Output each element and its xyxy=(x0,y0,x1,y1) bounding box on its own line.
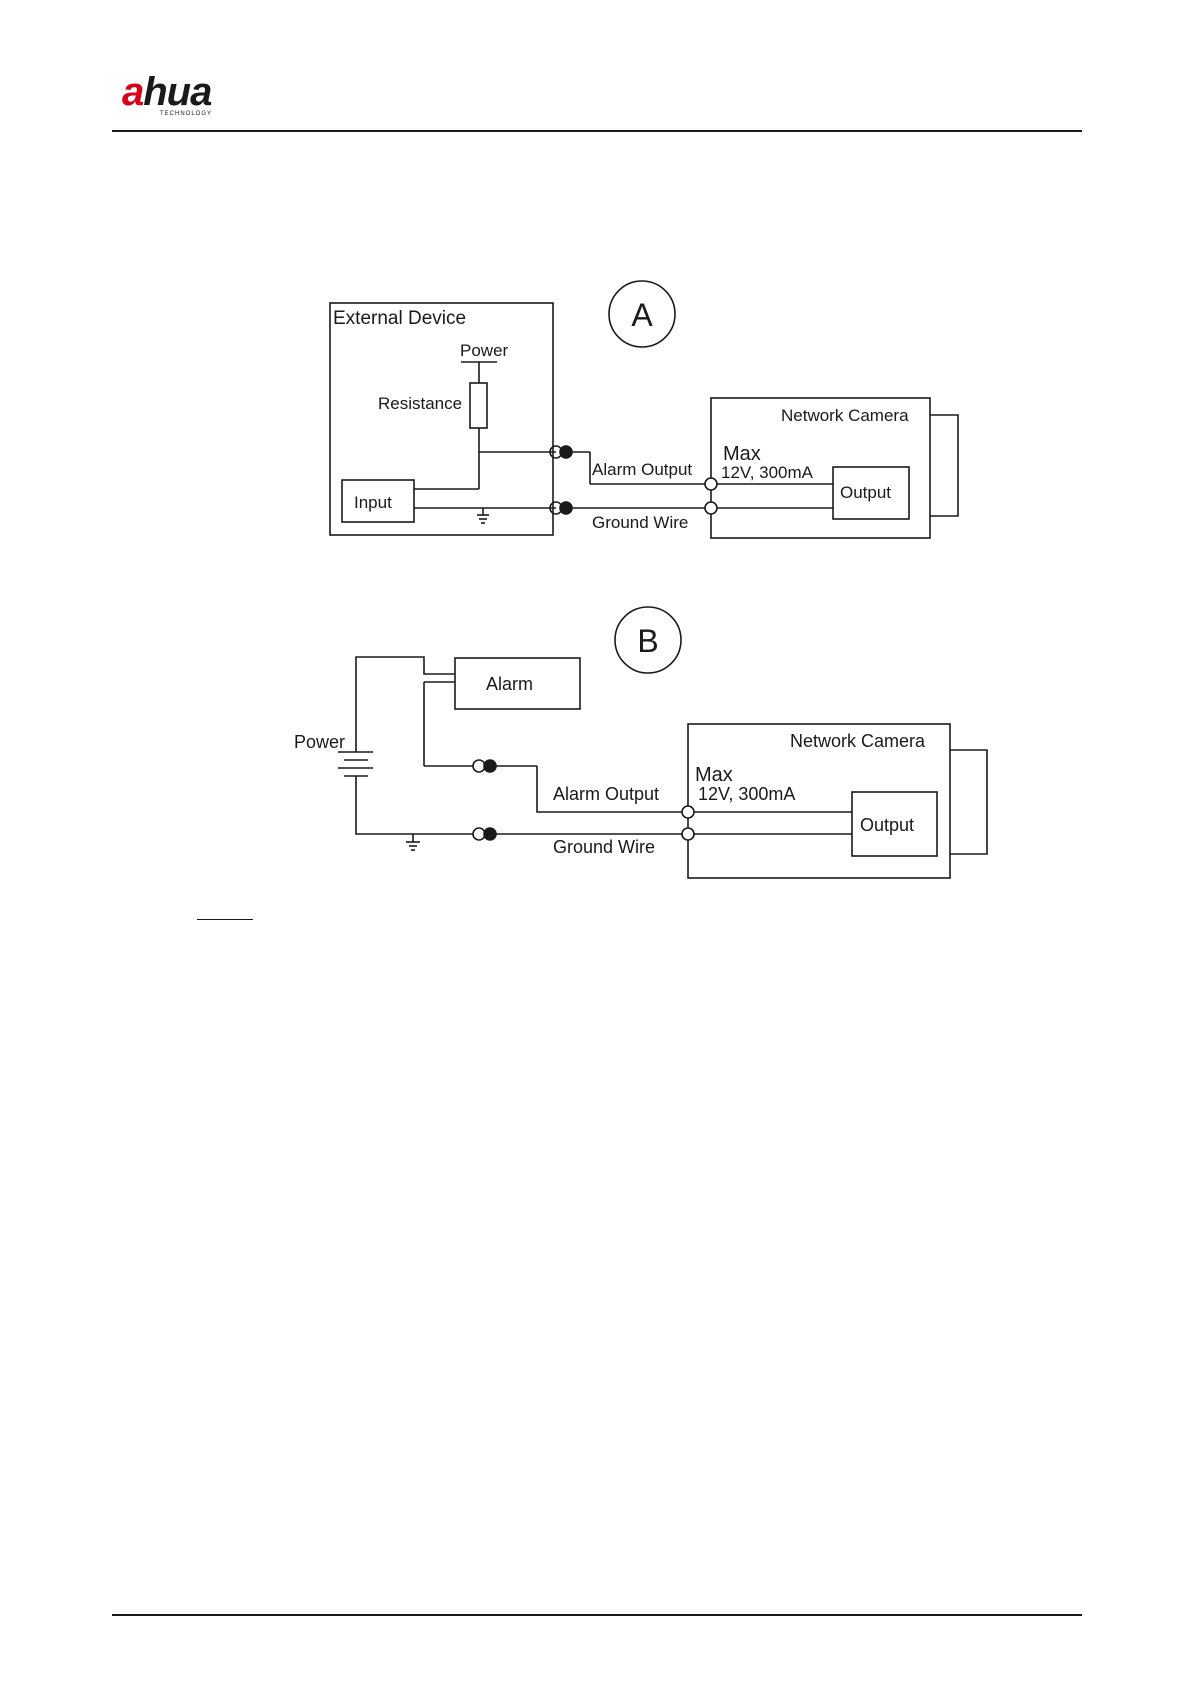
input-label: Input xyxy=(354,493,392,512)
alarm-output-label-b: Alarm Output xyxy=(553,784,659,804)
terminal-b-alarm-filled xyxy=(484,760,496,772)
alarm-output-label-a: Alarm Output xyxy=(592,460,692,479)
max-label-a: Max xyxy=(723,443,761,465)
camera-b-ground-terminal xyxy=(682,828,694,840)
terminal-b-ground-filled xyxy=(484,828,496,840)
alarm-label: Alarm xyxy=(486,674,533,694)
max-label-b: Max xyxy=(695,764,733,786)
output-label-b: Output xyxy=(860,815,914,835)
note-underline xyxy=(197,919,253,920)
terminal-a-ground-filled xyxy=(560,502,572,514)
ground-wire-label-b: Ground Wire xyxy=(553,837,655,857)
footer-divider xyxy=(112,1614,1082,1616)
power-label-b: Power xyxy=(294,732,345,752)
power-label-a: Power xyxy=(460,341,509,360)
badge-b-label: B xyxy=(637,623,658,659)
network-camera-label-a: Network Camera xyxy=(781,406,909,425)
resistance-label: Resistance xyxy=(378,394,462,413)
ground-wire-label-a: Ground Wire xyxy=(592,513,688,532)
terminal-a-alarm-filled xyxy=(560,446,572,458)
network-camera-label-b: Network Camera xyxy=(790,731,926,751)
rating-label-b: 12V, 300mA xyxy=(698,784,795,804)
resistor-a xyxy=(470,383,487,428)
camera-a-alarm-terminal xyxy=(705,478,717,490)
rating-label-a: 12V, 300mA xyxy=(721,463,814,482)
output-label-a: Output xyxy=(840,483,891,502)
badge-a-label: A xyxy=(631,297,653,333)
camera-a-ground-terminal xyxy=(705,502,717,514)
external-device-label: External Device xyxy=(333,308,466,329)
camera-b-alarm-terminal xyxy=(682,806,694,818)
